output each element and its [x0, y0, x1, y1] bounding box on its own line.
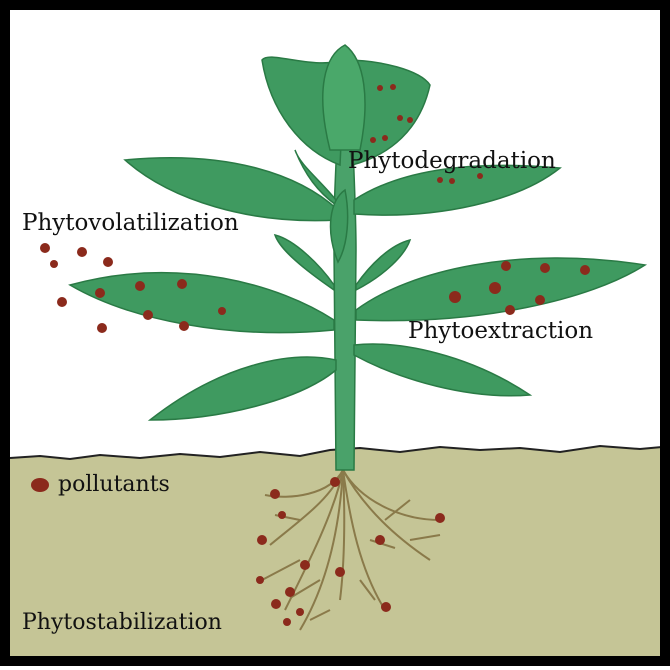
label-phytoextraction: Phytoextraction — [408, 320, 593, 343]
label-phytodegradation: Phytodegradation — [348, 150, 556, 173]
pollutant-dot-icon — [31, 478, 49, 492]
label-phytostabilization: Phytostabilization — [22, 612, 222, 634]
label-phytovolatilization: Phytovolatilization — [22, 212, 239, 235]
legend-pollutants-label: pollutants — [58, 474, 170, 496]
